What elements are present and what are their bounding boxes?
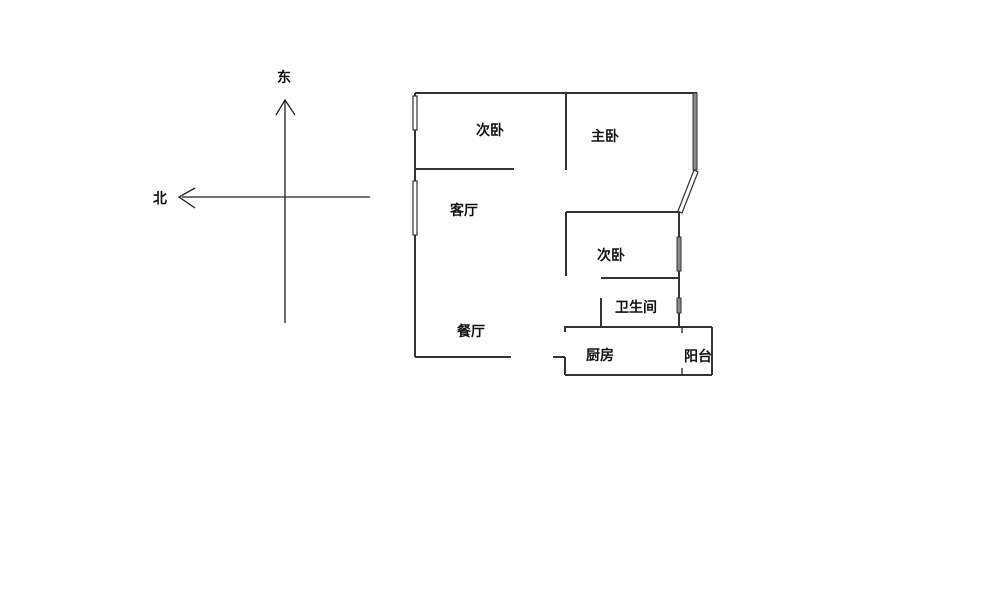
north-arrowhead: [177, 187, 196, 209]
room-label-secondary-bedroom-2: 次卧: [597, 248, 625, 264]
room-label-balcony: 阳台: [684, 349, 712, 365]
room-label-kitchen: 厨房: [586, 348, 614, 364]
room-label-bathroom: 卫生间: [615, 300, 657, 316]
compass-east-label: 东: [277, 70, 291, 86]
window: [676, 297, 682, 314]
room-label-living-room: 客厅: [450, 203, 478, 219]
window: [677, 169, 699, 214]
window: [412, 180, 418, 236]
window: [676, 236, 682, 272]
compass-north-label: 北: [153, 191, 167, 207]
room-label-master-bedroom: 主卧: [591, 129, 619, 145]
compass: [177, 98, 370, 323]
window: [692, 92, 698, 171]
room-label-dining-room: 餐厅: [457, 324, 485, 340]
east-arrowhead: [275, 98, 296, 116]
windows: [412, 92, 699, 314]
room-label-secondary-bedroom-1: 次卧: [476, 123, 504, 139]
window: [412, 95, 418, 131]
